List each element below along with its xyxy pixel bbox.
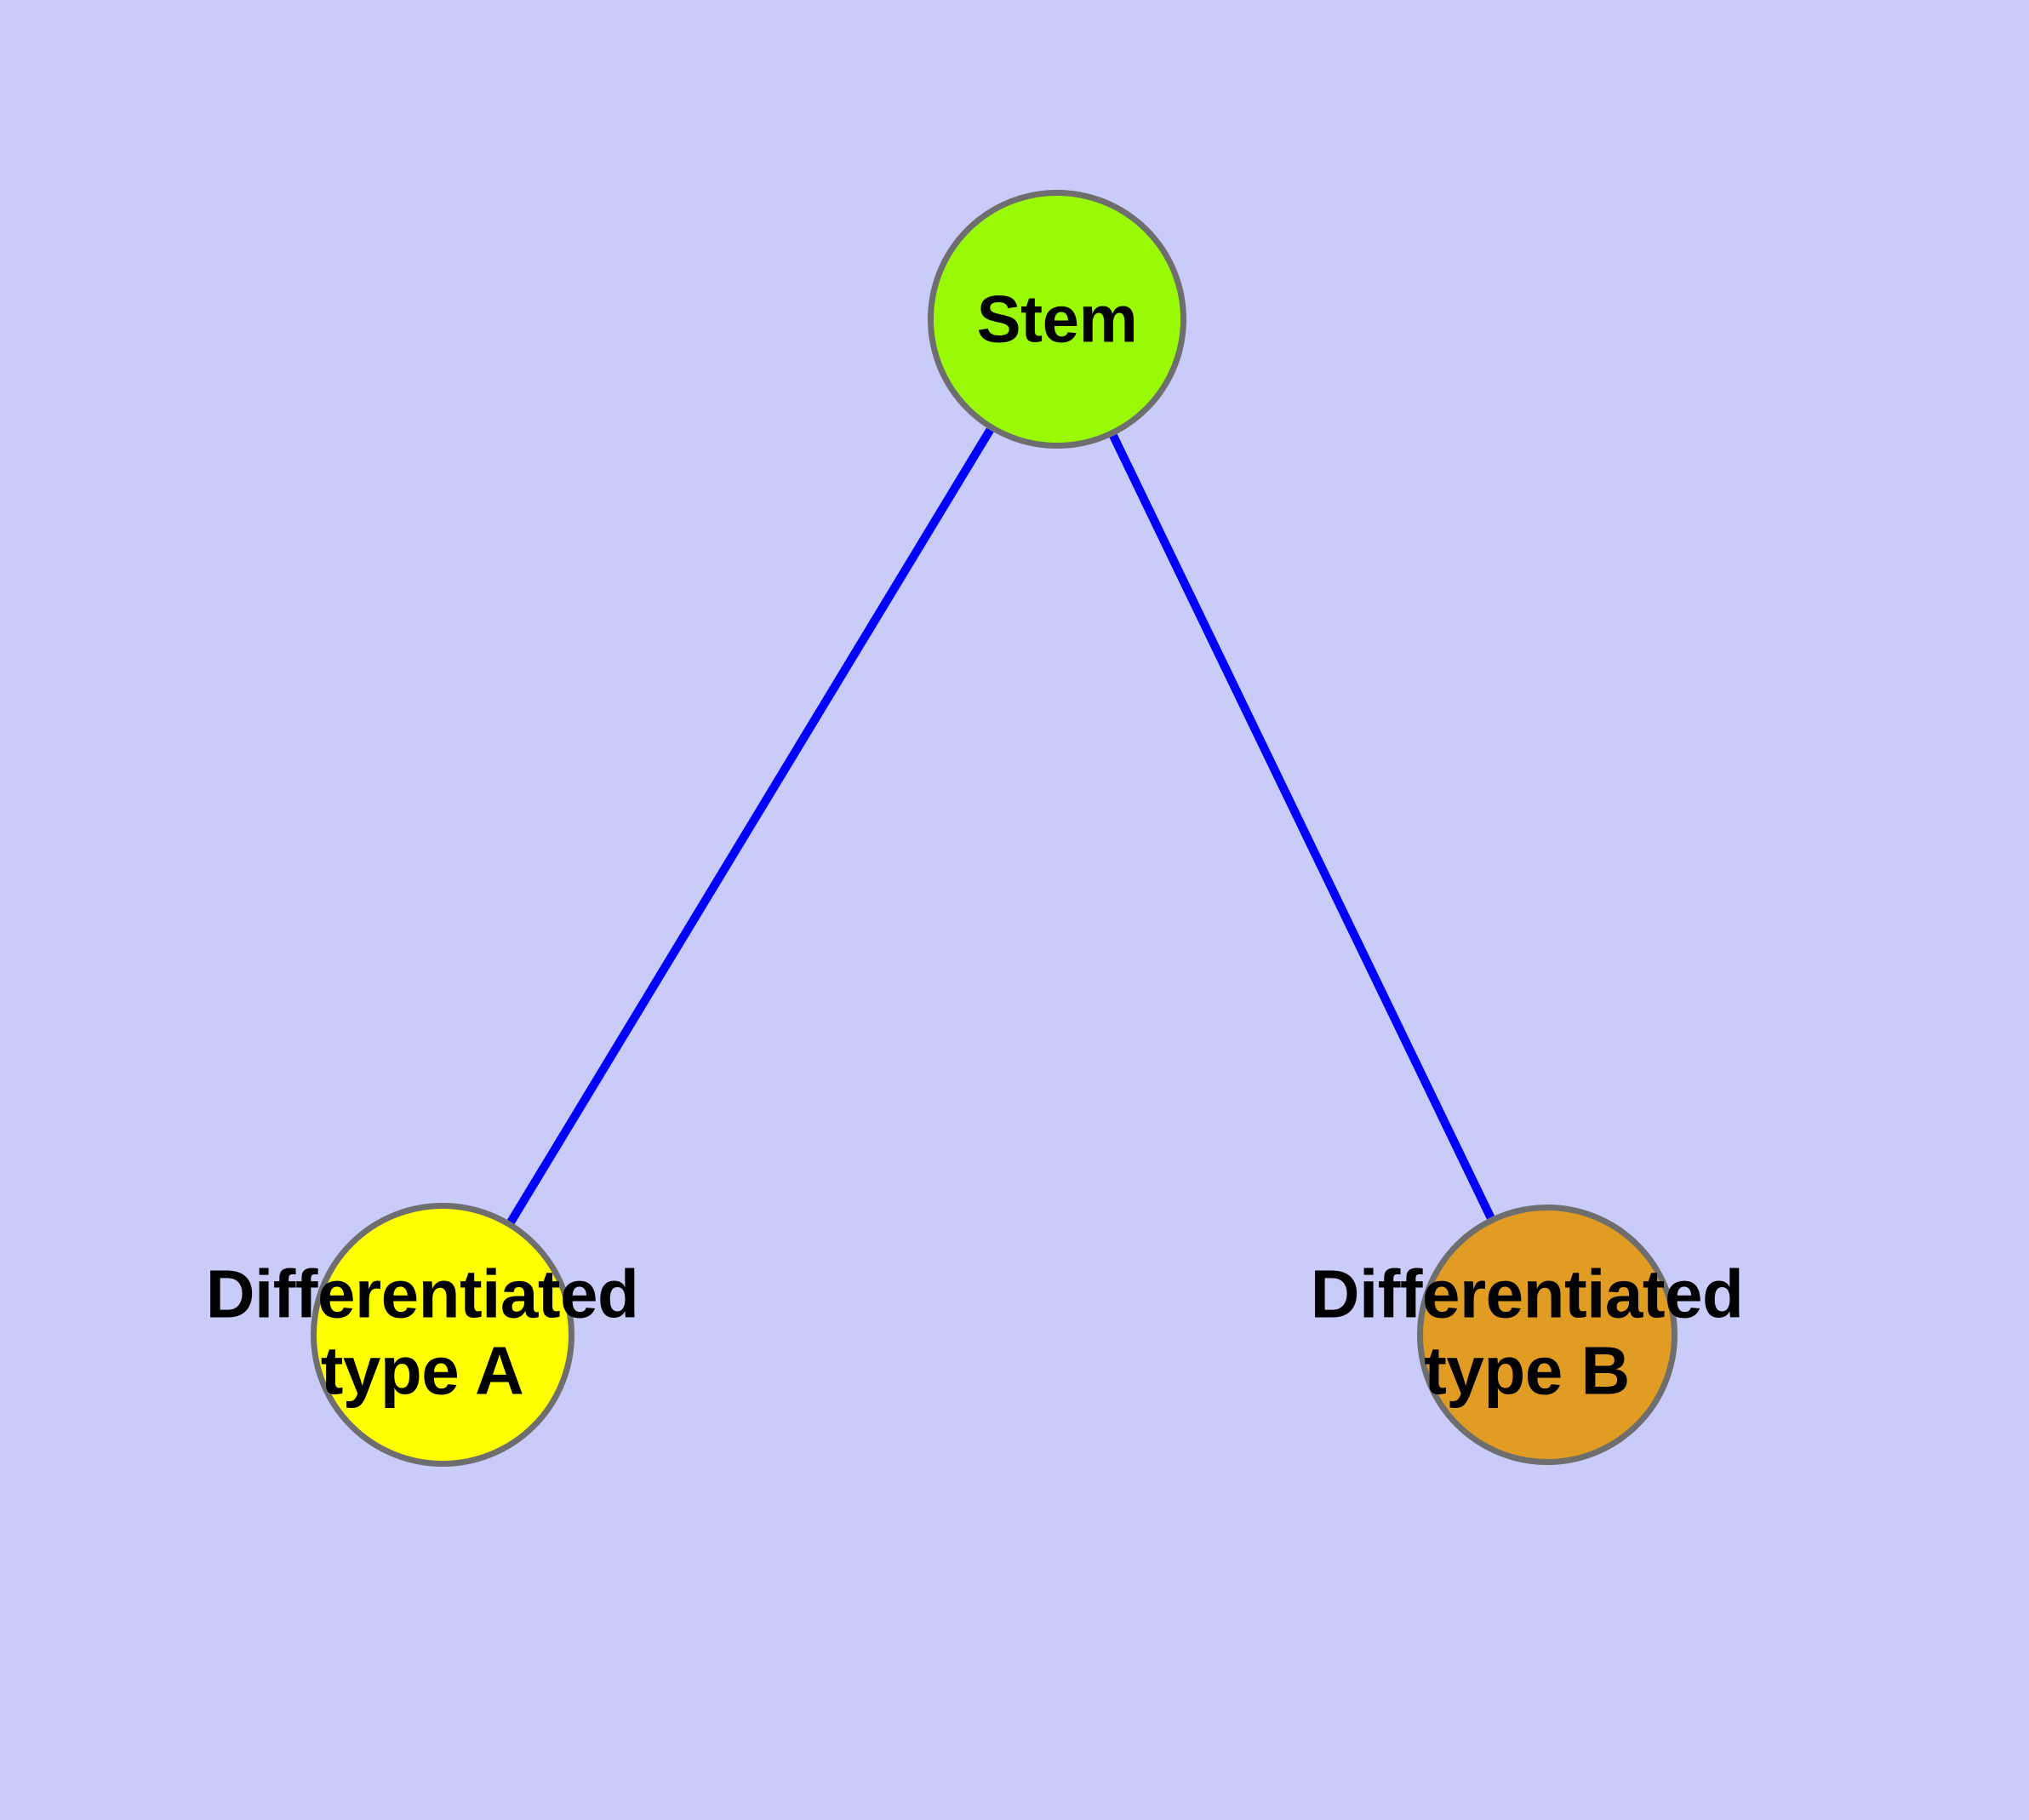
node-label-stem: Stem xyxy=(976,281,1138,357)
node-differentiated-type-b[interactable] xyxy=(1417,1205,1677,1465)
edge-stem-to-differentiated-type-b[interactable] xyxy=(1109,433,1495,1220)
edge-stem-to-differentiated-type-a[interactable] xyxy=(506,427,994,1224)
node-stem[interactable] xyxy=(928,190,1186,449)
node-label-differentiated-type-b: Differentiated type B xyxy=(1310,1256,1744,1408)
node-label-differentiated-type-a: Differentiated type A xyxy=(205,1256,639,1408)
node-differentiated-type-a[interactable] xyxy=(311,1203,574,1467)
